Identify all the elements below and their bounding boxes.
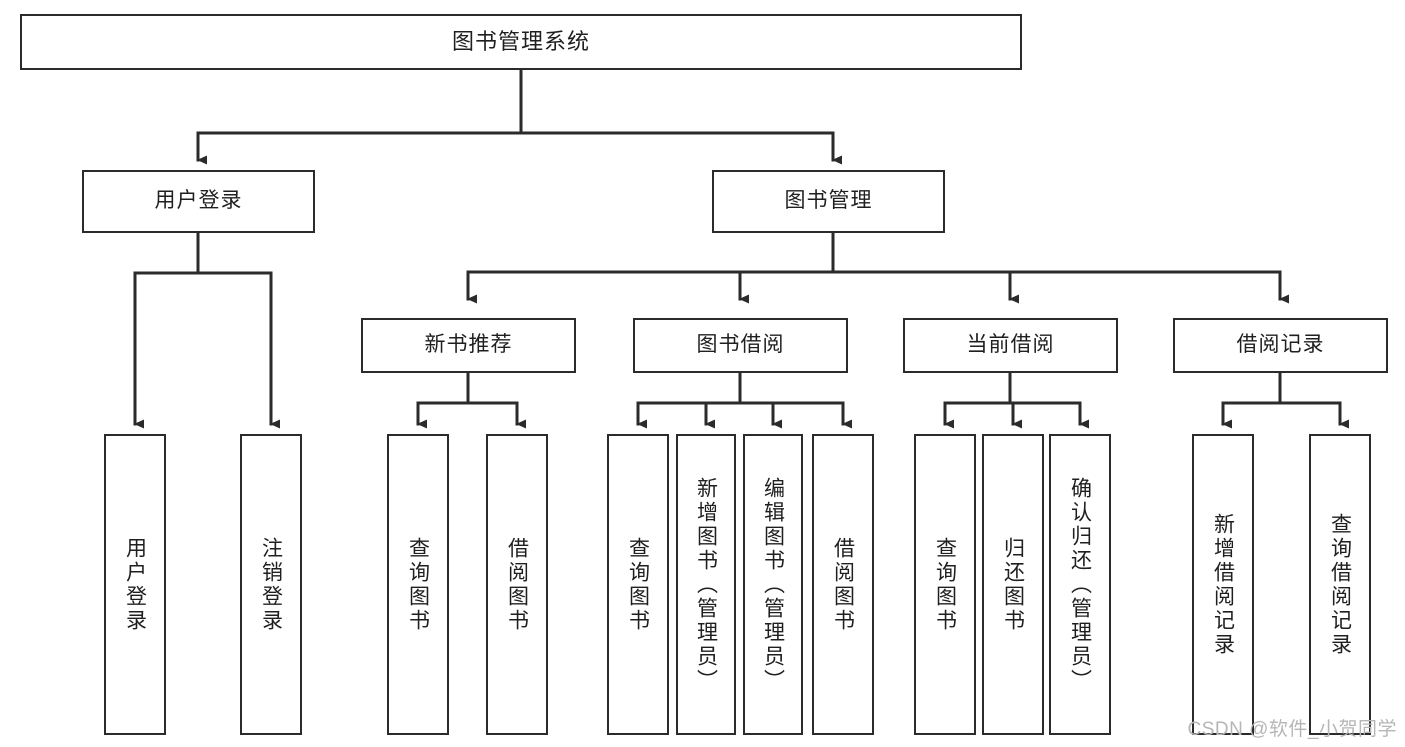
- node-label: 图书借阅: [696, 333, 785, 357]
- leaf-borrow-query-books[interactable]: 查询图书: [607, 434, 669, 735]
- node-label: 借阅图书: [505, 536, 529, 633]
- node-label: 借阅图书: [831, 536, 855, 633]
- node-label: 查询图书: [626, 536, 650, 633]
- node-label: 图书管理系统: [451, 28, 590, 54]
- leaf-new-book-borrow-books[interactable]: 借阅图书: [486, 434, 548, 735]
- leaf-record-add-borrow-record[interactable]: 新增借阅记录: [1192, 434, 1254, 735]
- node-root-book-management-system[interactable]: 图书管理系统: [20, 14, 1022, 70]
- node-label: 查询借阅记录: [1328, 512, 1352, 657]
- leaf-current-query-books[interactable]: 查询图书: [914, 434, 976, 735]
- node-current-borrowing[interactable]: 当前借阅: [903, 318, 1118, 373]
- node-label: 图书管理: [784, 189, 873, 213]
- leaf-record-query-borrow-record[interactable]: 查询借阅记录: [1309, 434, 1371, 735]
- node-label: 查询图书: [406, 536, 430, 633]
- leaf-user-login-login[interactable]: 用户登录: [104, 434, 166, 735]
- leaf-current-confirm-return-admin[interactable]: 确认归还（管理员）: [1049, 434, 1111, 735]
- node-label: 用户登录: [154, 189, 243, 213]
- node-label: 新增借阅记录: [1211, 512, 1235, 657]
- node-book-borrowing[interactable]: 图书借阅: [633, 318, 848, 373]
- node-label: 新增图书（管理员）: [694, 476, 718, 693]
- node-borrow-records[interactable]: 借阅记录: [1173, 318, 1388, 373]
- node-new-book-recommendation[interactable]: 新书推荐: [361, 318, 576, 373]
- leaf-current-return-books[interactable]: 归还图书: [982, 434, 1044, 735]
- node-label: 归还图书: [1001, 536, 1025, 633]
- leaf-user-login-logout[interactable]: 注销登录: [240, 434, 302, 735]
- watermark-text: CSDN @软件_小贺同学: [1187, 719, 1397, 740]
- leaf-borrow-edit-book-admin[interactable]: 编辑图书（管理员）: [743, 434, 803, 735]
- node-label: 当前借阅: [966, 333, 1055, 357]
- leaf-borrow-add-book-admin[interactable]: 新增图书（管理员）: [676, 434, 736, 735]
- node-label: 借阅记录: [1236, 333, 1325, 357]
- leaf-borrow-borrow-books[interactable]: 借阅图书: [812, 434, 874, 735]
- node-label: 确认归还（管理员）: [1068, 476, 1092, 693]
- leaf-new-book-query-books[interactable]: 查询图书: [387, 434, 449, 735]
- node-book-management[interactable]: 图书管理: [712, 170, 945, 233]
- node-user-login[interactable]: 用户登录: [82, 170, 315, 233]
- node-label: 编辑图书（管理员）: [761, 476, 785, 693]
- node-label: 新书推荐: [424, 333, 513, 357]
- node-label: 用户登录: [123, 536, 147, 633]
- node-label: 注销登录: [259, 536, 283, 633]
- node-label: 查询图书: [933, 536, 957, 633]
